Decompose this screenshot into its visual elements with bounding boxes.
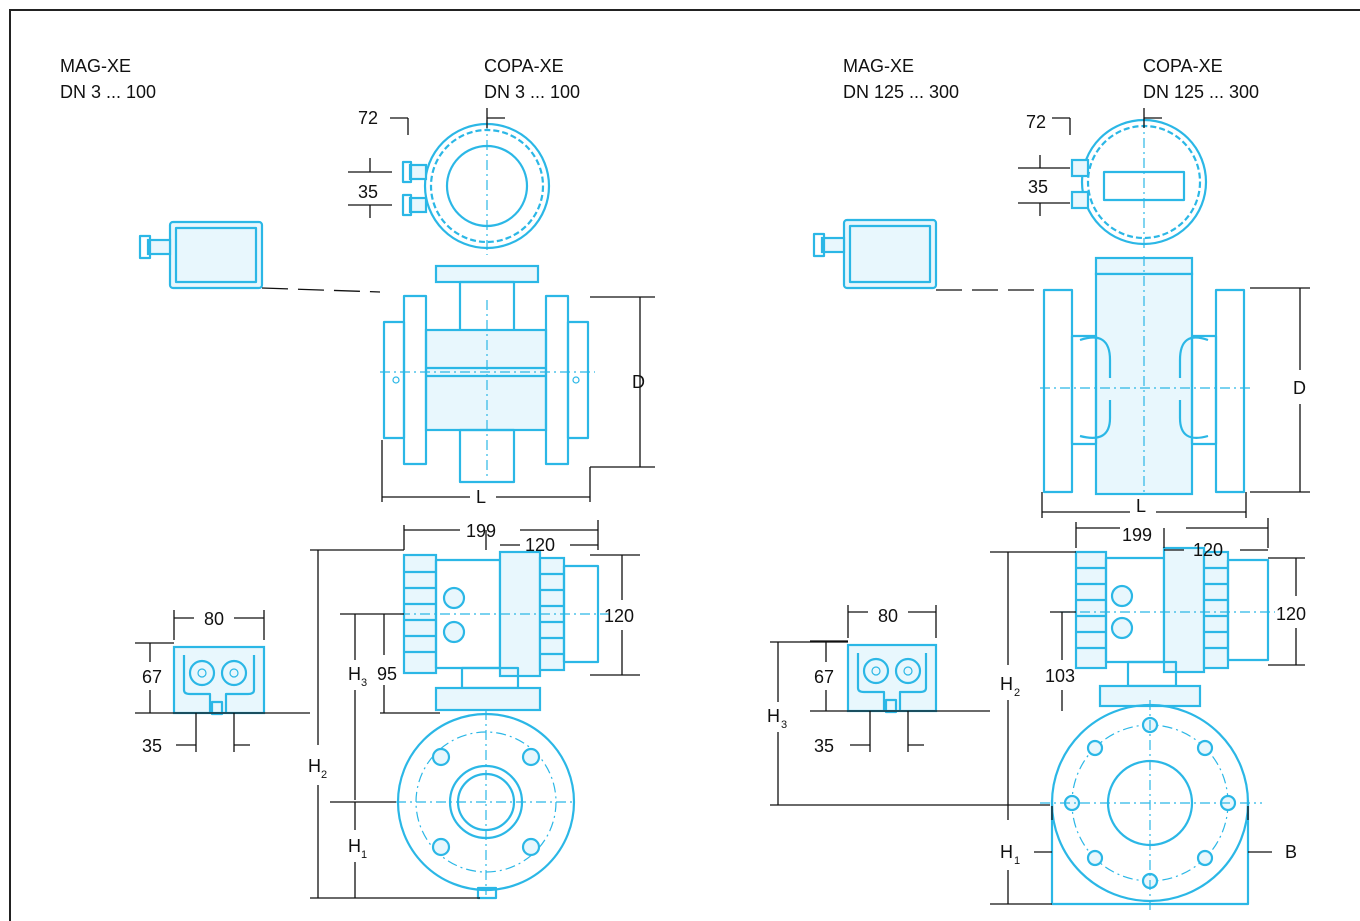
left-mag-range: DN 3 ... 100 [60, 82, 156, 102]
right-copa-sensor-flange-front [1040, 700, 1262, 910]
dim-35-bottom: 35 [142, 736, 162, 756]
right-H2-subscript: 2 [1014, 687, 1020, 699]
left-copa-transmitter-side [400, 550, 610, 712]
left-copa-name: COPA-XE [484, 56, 564, 76]
left-bottom-dimensions: 199 120 120 95 H 3 H 2 H 1 [308, 520, 640, 899]
right-copa-name: COPA-XE [1143, 56, 1223, 76]
right-mag-range: DN 125 ... 300 [843, 82, 959, 102]
H2-label: H [308, 756, 321, 776]
dim-120-right: 120 [604, 606, 634, 626]
right-dim-67: 67 [814, 667, 834, 687]
right-copa-range: DN 125 ... 300 [1143, 82, 1259, 102]
right-dim-103: 103 [1045, 666, 1075, 686]
right-dim-L: L [1136, 496, 1146, 516]
dim-80: 80 [204, 609, 224, 629]
right-mag-junction-box-side [846, 643, 938, 714]
dim-95: 95 [377, 664, 397, 684]
right-dim-72: 72 [1026, 112, 1046, 132]
right-mag-box-dimensions: 80 67 35 [810, 605, 990, 756]
right-H1-label: H [1000, 842, 1013, 862]
right-dim-120-top: 120 [1193, 540, 1223, 560]
right-dim-80: 80 [878, 606, 898, 626]
right-H2-label: H [1000, 674, 1013, 694]
dim-72: 72 [358, 108, 378, 128]
left-mag-box-dimensions: 80 67 35 [135, 609, 310, 756]
right-H1-subscript: 1 [1014, 855, 1020, 867]
right-H3-label: H [767, 706, 780, 726]
dim-120-top: 120 [525, 535, 555, 555]
headings: MAG-XE DN 3 ... 100 COPA-XE DN 3 ... 100… [60, 56, 1259, 102]
right-bottom-dimensions: 199 120 120 103 H 3 H 2 H 1 B [767, 518, 1306, 905]
right-dim-B: B [1285, 842, 1297, 862]
H1-label: H [348, 836, 361, 856]
right-dim-120-right: 120 [1276, 604, 1306, 624]
H3-label: H [348, 664, 361, 684]
left-copa-sensor-side [380, 264, 595, 484]
left-mag-junction-box-side [172, 645, 266, 716]
dim-67: 67 [142, 667, 162, 687]
right-mag-junction-box-front [812, 218, 938, 290]
left-mag-junction-box-front [138, 220, 264, 290]
right-H3-subscript: 3 [781, 719, 787, 731]
left-reference-line [261, 287, 381, 293]
drawing-frame [9, 9, 1360, 921]
left-copa-sensor-flange-front [396, 710, 576, 900]
right-dim-35-top: 35 [1028, 177, 1048, 197]
H1-subscript: 1 [361, 849, 367, 861]
right-mag-name: MAG-XE [843, 56, 914, 76]
H2-subscript: 2 [321, 769, 327, 781]
H3-subscript: 3 [361, 677, 367, 689]
right-copa-transmitter-side [1060, 546, 1275, 708]
dim-199: 199 [466, 521, 496, 541]
right-dim-35-bottom: 35 [814, 736, 834, 756]
right-copa-sensor-side [1040, 256, 1250, 496]
dim-35-top: 35 [358, 182, 378, 202]
right-copa-transmitter-head [1070, 118, 1208, 250]
left-mag-name: MAG-XE [60, 56, 131, 76]
dim-D: D [632, 372, 645, 392]
left-top-dimensions: 72 35 D L [348, 108, 655, 507]
right-top-dimensions: 72 35 D L [1018, 108, 1310, 518]
right-dim-199: 199 [1122, 525, 1152, 545]
left-copa-transmitter-head [401, 120, 551, 255]
right-dim-D: D [1293, 378, 1306, 398]
left-copa-range: DN 3 ... 100 [484, 82, 580, 102]
dim-L: L [476, 487, 486, 507]
